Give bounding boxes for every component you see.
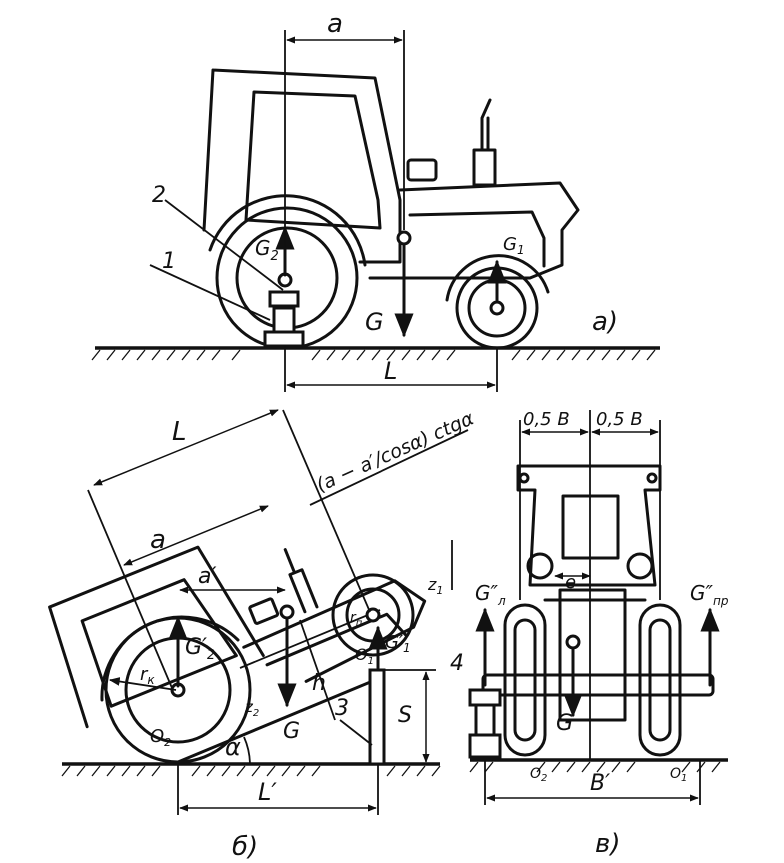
label-half-B-left: 0,5 B [523,409,570,430]
callout-3: 3 [335,696,349,721]
rear-wheel [215,206,359,350]
ground-hatching-c [469,761,721,773]
jack-base [263,330,305,348]
hood-panel [408,210,546,268]
label-L-b: L [172,417,187,447]
label-O1-b: O1 [355,645,374,667]
label-rk: rк [140,664,155,687]
label-rn: rп [350,610,363,629]
label-half-B-right: 0,5 B [596,409,643,430]
jack-pad [268,290,300,308]
cab-outline [202,68,402,264]
label-G: G [365,308,384,336]
formula-label: (a − a′/cosα) ctgα [313,407,478,496]
label-S: S [398,703,412,728]
hood-outline [368,181,580,280]
panel-b-letter: б) [232,832,258,862]
panel-c-letter: в) [595,829,620,859]
label-z1: z1 [427,575,443,597]
panel-c-front-view: 4 G″л G″пр G e 0,5 B 0,5 B B′ O2 O1 в) [450,409,729,859]
label-O1-c: O1 [670,766,687,784]
label-G-right: G″пр [690,581,729,608]
panel-a-letter: а) [592,307,618,337]
label-L: L [384,357,397,385]
label-alpha: α [225,733,241,761]
label-G1-prime: G′1 [385,632,411,655]
ramp-line [176,676,382,764]
left-wheel-c [503,603,547,757]
label-G-left: G″л [475,581,506,608]
right-wheel-c [638,603,682,757]
label-G2-prime: G′2 [185,635,215,663]
label-a-b: a [150,525,166,555]
label-G1: G1 [503,234,525,257]
label-h: h [312,671,326,696]
front-wheel-b [331,573,415,657]
callout-1: 1 [162,249,176,274]
support-block [368,668,386,766]
cab-front [516,464,662,587]
label-G2: G2 [255,236,279,264]
dim-line-L-b [93,409,279,486]
label-G-b: G [283,719,300,744]
ground-hatching-b [61,765,441,777]
jack-body [272,306,296,334]
panel-a-side-view: 1 2 G2 G G1 a L а) [91,9,660,392]
label-a: a [327,9,343,39]
air-filter [406,158,438,182]
front-fender [445,254,550,302]
label-e: e [565,572,576,593]
panel-b-tilted-view: 3 G′2 G G′1 L a a′ (a − a′/cosα) ctgα z1… [48,407,478,862]
label-L-prime: L′ [258,778,277,806]
callout-2: 2 [152,183,166,208]
rear-fender [208,194,367,267]
label-z2: z2 [244,698,259,719]
exhaust-pipe [472,98,497,187]
jack-4-base [468,733,502,759]
callout-4: 4 [450,651,464,676]
label-B-prime: B′ [590,771,610,796]
label-O2-b: O2 [150,726,171,749]
ground-hatching [91,349,656,361]
label-G-c: G [556,711,573,736]
cab-window [244,90,382,230]
label-O2-c: O2 [530,766,547,784]
label-a-prime: a′ [198,564,216,589]
dim-line-a-b [123,505,269,566]
